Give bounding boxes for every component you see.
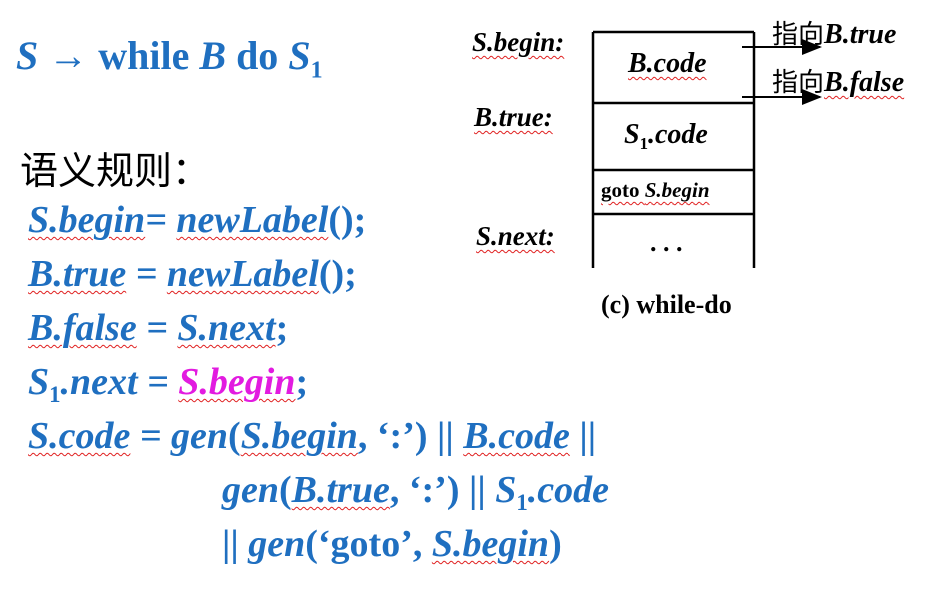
rule6-colon: , ‘:’) ||: [389, 469, 496, 511]
box-goto-keyword: goto: [601, 178, 645, 202]
box-s1-code: .code: [647, 119, 708, 150]
rule6-s: S: [495, 469, 517, 511]
rule1-lhs: S.begin: [28, 199, 146, 241]
rule7-close: ): [549, 523, 562, 565]
label-btrue: B.true:: [474, 102, 553, 132]
rule6-code: .code: [527, 469, 609, 511]
production-arrow: →: [48, 33, 89, 78]
label-sbegin: S.begin:: [472, 27, 565, 57]
keyword-while: while: [98, 33, 190, 78]
rule7-goto: (‘goto’,: [305, 523, 432, 565]
rule1-rhs: newLabel: [176, 199, 329, 241]
production-lhs: S: [16, 33, 39, 78]
rule4-sub: 1: [49, 381, 61, 407]
production-s1: S: [288, 33, 311, 78]
box-s1-sub: 1: [639, 133, 648, 153]
rule3-tail: ;: [275, 307, 289, 349]
box-continuation-dots: . . .: [650, 228, 683, 257]
rule4-tail: ;: [295, 361, 309, 403]
rule5-bars: ||: [569, 415, 597, 457]
rule-bfalse: B.false = S.next;: [28, 306, 288, 350]
rule2-eq: =: [126, 253, 167, 295]
rule-s1next: S1.next = S.begin;: [28, 360, 309, 407]
rule5-lhs: S.code: [28, 415, 131, 457]
box-s1-s: S: [624, 119, 640, 150]
production-b: B: [199, 33, 227, 78]
arrow-label-false: 指向B.false: [772, 62, 904, 99]
rule5-open: (: [228, 415, 241, 457]
arrow-label-true: 指向B.true: [772, 14, 896, 51]
rule-btrue: B.true = newLabel();: [28, 252, 357, 296]
rule2-lhs: B.true: [28, 253, 127, 295]
arrow-label-true-han: 指向: [772, 20, 825, 50]
rule6-open: (: [279, 469, 292, 511]
rule5-colon: , ‘:’) ||: [357, 415, 464, 457]
rule4-eq: =: [137, 361, 179, 403]
rule3-eq: =: [136, 307, 178, 349]
arrow-label-true-target: B.true: [824, 19, 897, 50]
rule-sbegin: S.begin= newLabel();: [28, 198, 366, 242]
rule7-gen: gen: [248, 523, 306, 565]
rule-scode-cont1: gen(B.true, ‘:’) || S1.code: [222, 468, 609, 515]
rule4-rest: .next: [60, 361, 138, 403]
rule6-gen: gen: [222, 469, 279, 511]
rule-scode: S.code = gen(S.begin, ‘:’) || B.code ||: [28, 414, 596, 458]
rule3-lhs: B.false: [28, 307, 137, 349]
rule-scode-cont2: || gen(‘goto’, S.begin): [222, 522, 562, 566]
rule6-sub: 1: [516, 489, 528, 515]
keyword-do: do: [236, 33, 279, 78]
rule2-rhs: newLabel: [166, 253, 319, 295]
rule2-tail: ();: [318, 253, 357, 295]
rule5-arg: S.begin: [240, 415, 358, 457]
rule4-rhs: S.begin: [178, 361, 296, 403]
box-bcode: B.code: [628, 48, 707, 79]
arrow-label-false-han: 指向: [772, 68, 825, 98]
rule5-bcode: B.code: [463, 415, 570, 457]
production-s1-subscript: 1: [310, 57, 323, 84]
production-rule: S → while B do S1: [16, 32, 323, 82]
box-s1code: S1.code: [624, 119, 708, 153]
rule4-s: S: [28, 361, 50, 403]
rules-heading: 语义规则：: [20, 149, 211, 193]
rule5-eq: =: [130, 415, 172, 457]
box-goto-target: S.begin: [644, 178, 710, 202]
rule1-eq: =: [145, 199, 177, 241]
diagram-caption: (c) while-do: [601, 290, 732, 319]
box-goto: goto S.begin: [601, 178, 710, 203]
arrow-label-false-target: B.false: [824, 67, 905, 98]
rule6-arg: B.true: [291, 469, 390, 511]
rule3-rhs: S.next: [177, 307, 276, 349]
rule7-arg: S.begin: [431, 523, 550, 565]
rule1-tail: ();: [328, 199, 367, 241]
rule7-bars: ||: [222, 523, 249, 565]
label-snext: S.next:: [476, 221, 555, 251]
rule5-gen: gen: [171, 415, 229, 457]
